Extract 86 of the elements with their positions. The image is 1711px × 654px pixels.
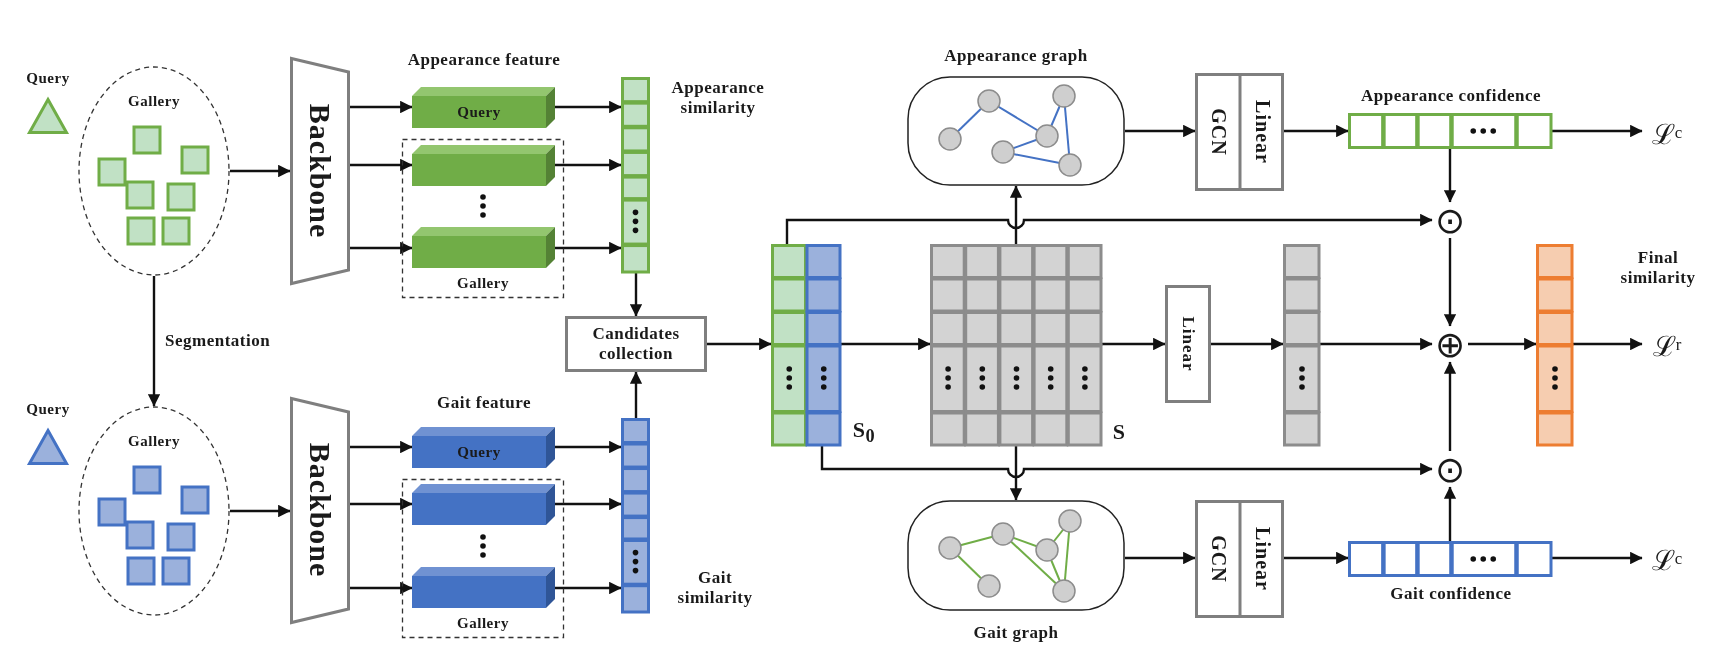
arrow — [230, 504, 291, 518]
node-caption: Appearance similarity — [670, 78, 766, 118]
node-label: Query — [456, 104, 502, 122]
edge-label: Segmentation — [163, 331, 273, 351]
arrow — [1319, 337, 1433, 351]
similarity-matrix — [930, 244, 1101, 445]
node-caption: Gait similarity — [676, 568, 754, 608]
arrow — [1125, 124, 1196, 138]
node-label: Candidates collection — [591, 324, 681, 364]
node-label: GCN — [1206, 535, 1230, 583]
arrow — [555, 581, 622, 595]
arrow — [1211, 337, 1284, 351]
node-label: Appearance confidence — [1360, 86, 1542, 106]
backbone-trapezoid — [290, 57, 350, 285]
arrow — [1551, 124, 1643, 138]
arrow — [1125, 551, 1196, 565]
node-label: Query — [25, 401, 71, 419]
node-label: Linear — [1178, 316, 1198, 372]
arrow — [1284, 551, 1349, 565]
similarity-matrix — [1536, 244, 1572, 445]
arrow — [555, 241, 622, 255]
arrow — [1009, 185, 1023, 244]
node-label: Query — [456, 444, 502, 462]
process-box — [565, 316, 707, 372]
node-label: Appearance graph — [943, 46, 1089, 66]
arrow — [230, 164, 291, 178]
node-caption: S — [1111, 419, 1127, 445]
node-label: Query — [25, 70, 71, 88]
arrow — [147, 276, 161, 407]
gallery-ellipse — [78, 406, 230, 616]
arrow — [555, 497, 622, 511]
node-label: Gait graph — [972, 623, 1060, 643]
node-label: GCN — [1206, 108, 1230, 156]
arrow — [350, 158, 413, 172]
node-label: Gait confidence — [1389, 584, 1513, 604]
arrow — [1443, 486, 1457, 541]
operator-symbol: ⊙ — [1432, 451, 1468, 487]
node-label: Gallery — [456, 275, 510, 293]
node-label: Linear — [1250, 527, 1274, 591]
arrow — [555, 100, 622, 114]
node-label: Gallery — [456, 615, 510, 633]
confidence-vector — [1348, 113, 1551, 149]
arrow — [1468, 337, 1537, 351]
arrow — [707, 337, 772, 351]
node-label: Backbone — [303, 103, 338, 239]
arrow — [555, 158, 622, 172]
arrow — [350, 581, 413, 595]
node-caption: Final similarity — [1619, 248, 1697, 288]
arrow — [350, 100, 413, 114]
operator-symbol: ⊕ — [1432, 326, 1468, 362]
arrow — [840, 337, 931, 351]
confidence-vector — [1348, 541, 1551, 577]
arrow — [350, 440, 413, 454]
node-label: Backbone — [303, 442, 338, 578]
similarity-matrix — [771, 244, 840, 445]
similarity-vector — [621, 418, 650, 612]
arrow — [820, 445, 1433, 479]
operator-symbol: ⊙ — [1432, 202, 1468, 238]
similarity-vector — [621, 77, 650, 272]
gallery-ellipse — [78, 66, 230, 276]
arrow — [1572, 337, 1643, 351]
similarity-matrix — [1283, 244, 1319, 445]
node-label: Gallery — [127, 433, 181, 451]
gcn-linear-block — [1195, 73, 1284, 191]
arrow — [1101, 337, 1166, 351]
arrow — [1443, 361, 1457, 451]
arrow — [629, 371, 643, 418]
arrow — [1551, 551, 1643, 565]
section-heading: Appearance feature — [406, 50, 562, 70]
process-box — [1165, 285, 1211, 403]
arrow — [1284, 124, 1349, 138]
gallery-dashed-box — [402, 139, 564, 298]
node-caption: S$_{0}$ — [851, 416, 877, 448]
node-label: Gallery — [127, 93, 181, 111]
arrow — [1009, 445, 1023, 501]
gallery-dashed-box — [402, 479, 564, 638]
arrow — [350, 497, 413, 511]
arrow — [1443, 238, 1457, 327]
arrow — [555, 440, 622, 454]
arrow — [350, 241, 413, 255]
section-heading: Gait feature — [436, 393, 532, 413]
gcn-linear-block — [1195, 500, 1284, 618]
arrow — [629, 272, 643, 317]
arrow — [1443, 149, 1457, 203]
node-label: Linear — [1250, 100, 1274, 164]
backbone-trapezoid — [290, 397, 350, 624]
